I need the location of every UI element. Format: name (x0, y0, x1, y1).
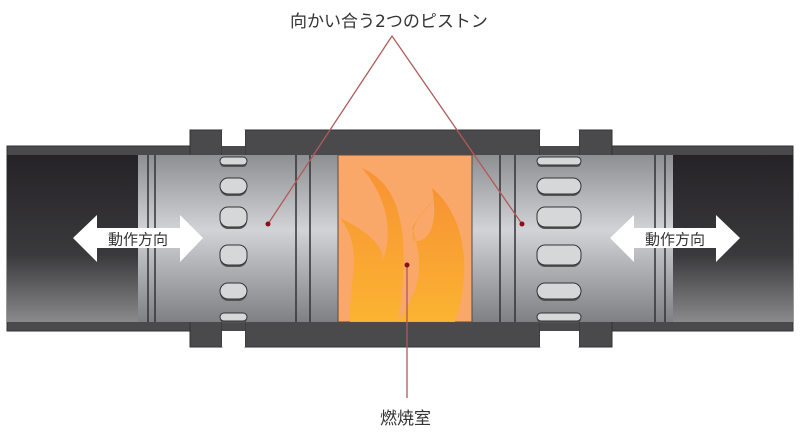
combustion-chamber (337, 154, 473, 323)
left-piston-ports (219, 156, 248, 323)
leader-lines (267, 34, 523, 398)
motion-direction-label-left: 動作方向 (107, 230, 169, 249)
port-hole (219, 282, 248, 300)
motion-direction-label-right: 動作方向 (644, 230, 706, 249)
port-hole (219, 206, 248, 228)
combustion-chamber-label: 燃焼室 (380, 409, 431, 429)
port-hole (536, 177, 582, 195)
chamber-marker (404, 262, 410, 268)
port-hole (219, 312, 248, 322)
flame-icon (398, 188, 465, 322)
port-hole (536, 206, 582, 228)
pistons-label: 向かい合う2つのピストン (290, 12, 488, 32)
port-hole (536, 282, 582, 300)
port-hole (219, 156, 248, 166)
double-arrow-icon (610, 215, 740, 262)
port-hole (536, 244, 582, 266)
double-arrow-icon (73, 215, 203, 262)
port-hole (219, 177, 248, 195)
left-piston-marker (265, 221, 271, 227)
port-hole (536, 156, 582, 166)
right-piston-ports (536, 156, 582, 323)
flame-icon (340, 168, 404, 322)
port-hole (219, 244, 248, 266)
right-piston-marker (519, 221, 525, 227)
port-hole (536, 312, 582, 322)
